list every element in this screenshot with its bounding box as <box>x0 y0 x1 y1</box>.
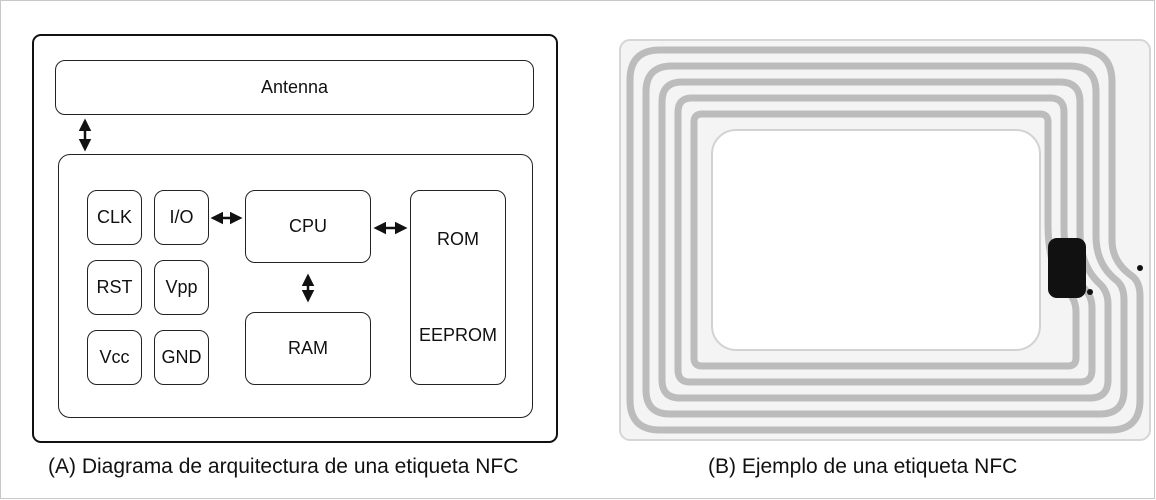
ram-block: RAM <box>245 312 371 385</box>
clk-pin: CLK <box>87 190 142 245</box>
memory-block: ROM EEPROM <box>410 190 506 385</box>
cpu-block: CPU <box>245 190 371 263</box>
clk-label: CLK <box>96 207 132 227</box>
vcc-pin: Vcc <box>87 330 142 385</box>
cpu-label: CPU <box>288 216 327 236</box>
io-pin: I/O <box>154 190 209 245</box>
nfc-tag-illustration <box>619 39 1151 441</box>
caption-right: (B) Ejemplo de una etiqueta NFC <box>708 455 1018 478</box>
rst-pin: RST <box>87 260 142 315</box>
nfc-architecture-diagram <box>32 34 558 443</box>
rom-label: ROM <box>437 228 479 249</box>
chip-module <box>1048 238 1086 298</box>
antenna-label: Antenna <box>260 77 329 97</box>
gnd-pin: GND <box>154 330 209 385</box>
caption-left: (A) Diagrama de arquitectura de una etiq… <box>48 455 519 478</box>
io-label: I/O <box>169 207 194 227</box>
rst-label: RST <box>96 277 133 297</box>
eeprom-label: EEPROM <box>418 325 497 346</box>
vpp-label: Vpp <box>165 277 198 297</box>
gnd-label: GND <box>161 347 202 367</box>
ram-label: RAM <box>288 338 328 358</box>
vcc-label: Vcc <box>99 347 130 367</box>
vpp-pin: Vpp <box>154 260 209 315</box>
antenna-block: Antenna <box>55 60 534 115</box>
